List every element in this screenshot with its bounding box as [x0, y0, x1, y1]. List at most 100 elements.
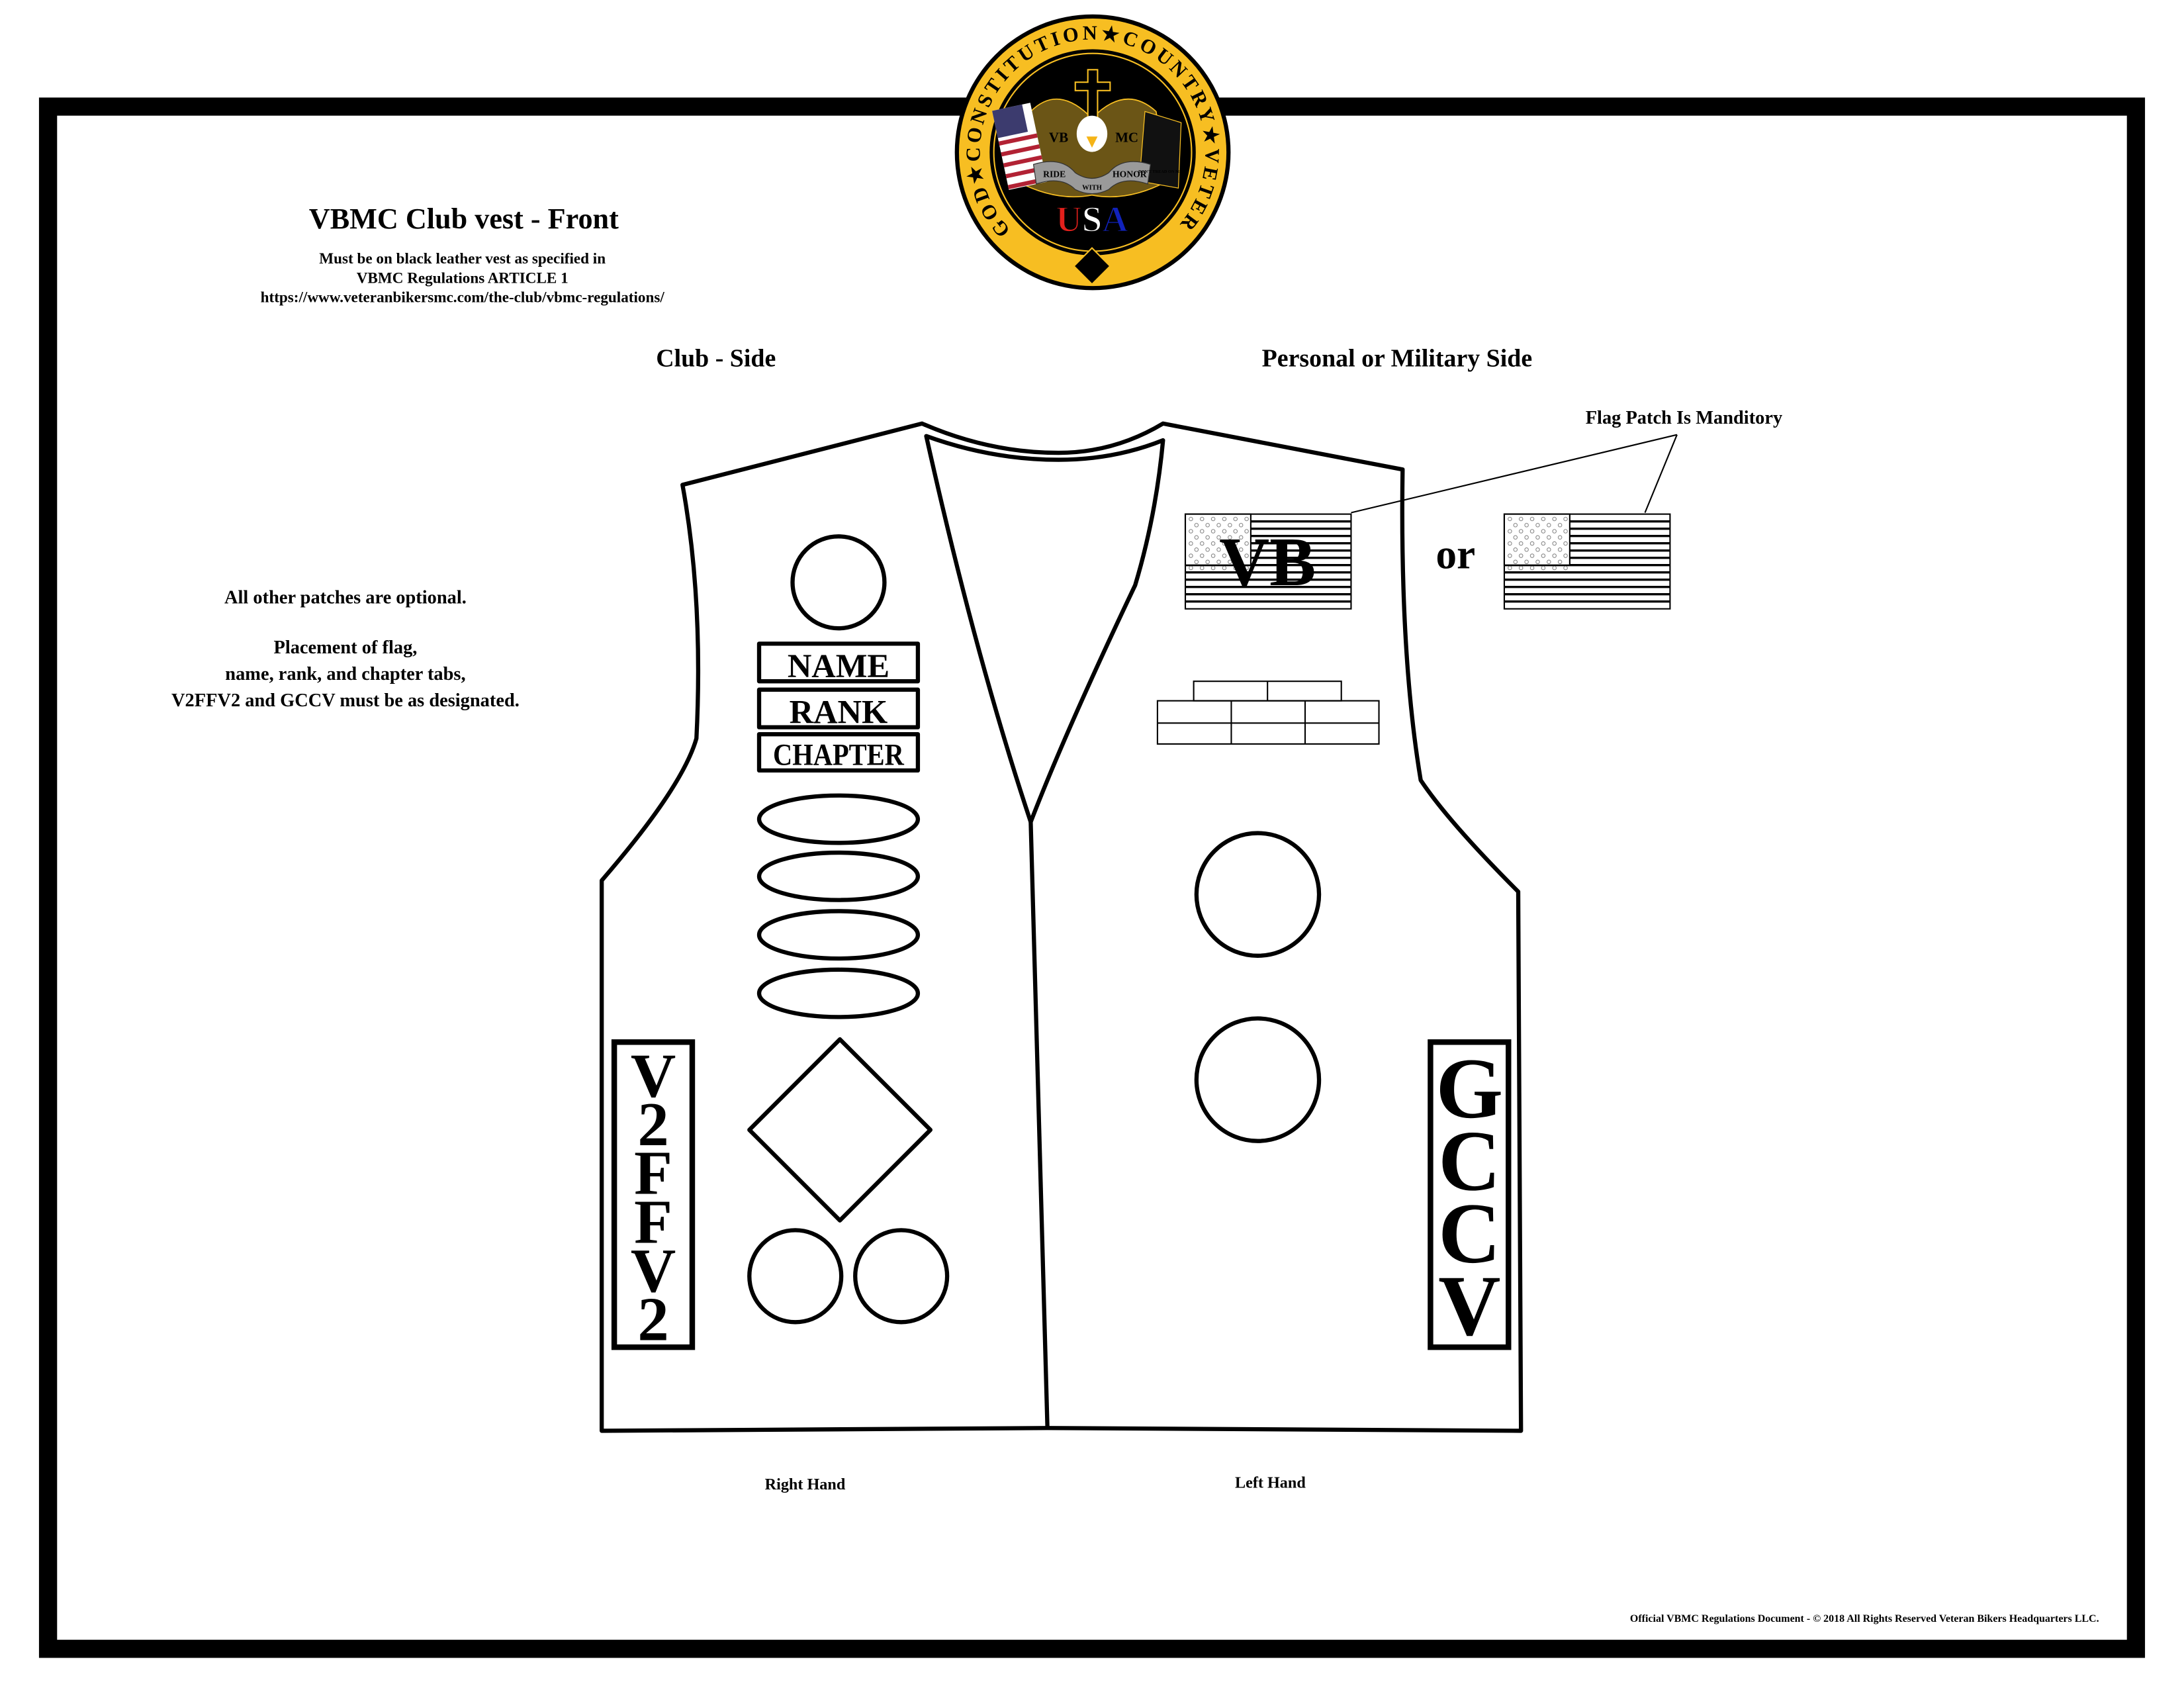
flag-star — [1222, 516, 1227, 522]
logo-banner-with: WITH — [1082, 184, 1102, 191]
flag-star — [1563, 516, 1568, 522]
flag-star — [1205, 559, 1210, 565]
flag-star — [1216, 535, 1221, 540]
flag-star — [1189, 541, 1193, 546]
flag-star — [1557, 535, 1563, 540]
flag-star — [1238, 559, 1244, 565]
flag-star — [1222, 565, 1227, 571]
flag-star — [1518, 553, 1524, 558]
flag-star — [1557, 522, 1563, 528]
svg-text:V: V — [1438, 1258, 1500, 1354]
flag-star — [1518, 516, 1524, 522]
logo-badge-text: G4 — [1085, 261, 1099, 273]
oval-patch — [756, 793, 921, 845]
flag-star — [1244, 553, 1249, 558]
flag-star — [1541, 565, 1546, 571]
flag-star — [1200, 553, 1205, 558]
flag-star — [1244, 565, 1249, 571]
flag-star — [1233, 553, 1238, 558]
vbmc-logo: GOD★CONSTITUTION★COUNTRY★VETERANS VB MC … — [0, 0, 1231, 291]
bottom-round-patch — [853, 1228, 950, 1325]
flag-star — [1200, 529, 1205, 534]
flag-star — [1535, 559, 1540, 565]
flag-star — [1200, 541, 1205, 546]
svg-text:USA: USA — [1056, 199, 1128, 239]
logo-flag-text: DON'T TREAD ON ME — [1138, 169, 1182, 174]
flag-star — [1238, 547, 1244, 552]
flag-star — [1557, 547, 1563, 552]
copyright-footer: Official VBMC Regulations Document - © 2… — [1630, 1613, 2099, 1624]
flag-star — [1233, 516, 1238, 522]
club-side-heading: Club - Side — [656, 345, 776, 373]
leader-line — [1644, 434, 1678, 513]
flag-star — [1547, 535, 1551, 540]
flag-star — [1524, 535, 1529, 540]
left-hand-label: Left Hand — [1235, 1474, 1306, 1492]
chapter-tab: CHAPTER — [756, 732, 921, 773]
svg-text:G: G — [1436, 1041, 1503, 1137]
flag-star — [1518, 565, 1524, 571]
svg-text:RANK: RANK — [790, 693, 888, 730]
flag-star — [1524, 547, 1529, 552]
svg-text:2: 2 — [637, 1286, 668, 1354]
flag-mandatory-label: Flag Patch Is Manditory — [1586, 408, 1782, 428]
flag-star — [1194, 522, 1199, 528]
flag-star — [1228, 547, 1232, 552]
flag-star — [1524, 559, 1529, 565]
logo-banner-ride: RIDE — [1043, 169, 1066, 179]
flag-star — [1216, 547, 1221, 552]
flag-star — [1189, 553, 1193, 558]
flag-star — [1216, 559, 1221, 565]
flag-star — [1210, 516, 1216, 522]
top-round-patch — [790, 534, 887, 631]
svg-text:F: F — [634, 1139, 672, 1208]
flag-star — [1205, 535, 1210, 540]
page-title: VBMC Club vest - Front — [309, 203, 619, 235]
flag-star — [1233, 565, 1238, 571]
svg-text:F: F — [634, 1188, 672, 1256]
flag-star — [1547, 522, 1551, 528]
flag-star — [1518, 541, 1524, 546]
flag-star — [1552, 516, 1557, 522]
flag-star — [1244, 541, 1249, 546]
flag-star — [1552, 565, 1557, 571]
flag-star — [1535, 522, 1540, 528]
svg-text:V: V — [631, 1041, 676, 1110]
flag-star — [1547, 559, 1551, 565]
flag-star — [1222, 553, 1227, 558]
flag-star — [1513, 522, 1518, 528]
flag-star — [1216, 522, 1221, 528]
eagle-head-icon — [1076, 115, 1108, 152]
flag-star — [1189, 565, 1193, 571]
regulations-link[interactable]: https://www.veteranbikersmc.com/the-club… — [261, 289, 665, 306]
flag-star — [1200, 516, 1205, 522]
flag-star — [1541, 541, 1546, 546]
flag-star — [1233, 541, 1238, 546]
flag-star — [1233, 529, 1238, 534]
v2ffv2-patch: V 2 F F V 2 — [611, 1039, 696, 1354]
flag-star — [1508, 541, 1512, 546]
oval-patch — [756, 967, 921, 1019]
flag-star — [1194, 559, 1199, 565]
flag-star — [1563, 565, 1568, 571]
flag-star — [1238, 535, 1244, 540]
flag-star — [1238, 522, 1244, 528]
flag-star — [1513, 559, 1518, 565]
flag-star — [1518, 529, 1524, 534]
svg-text:C: C — [1438, 1186, 1500, 1282]
svg-text:NAME: NAME — [788, 647, 889, 684]
logo-banner-honor: HONOR — [1113, 169, 1147, 179]
vest-center-seam — [1028, 821, 1050, 1429]
military-round-patch — [1194, 1016, 1322, 1143]
subtitle-line: Must be on black leather vest as specifi… — [319, 250, 606, 267]
flag-star — [1529, 565, 1535, 571]
placement-note: Placement of flag, — [273, 637, 417, 658]
flag-star — [1205, 547, 1210, 552]
flag-star — [1222, 529, 1227, 534]
svg-text:V: V — [631, 1237, 676, 1305]
flag-star — [1205, 522, 1210, 528]
flag-star — [1228, 559, 1232, 565]
flag-star — [1552, 529, 1557, 534]
flag-star — [1563, 529, 1568, 534]
diamond-patch — [747, 1037, 933, 1223]
